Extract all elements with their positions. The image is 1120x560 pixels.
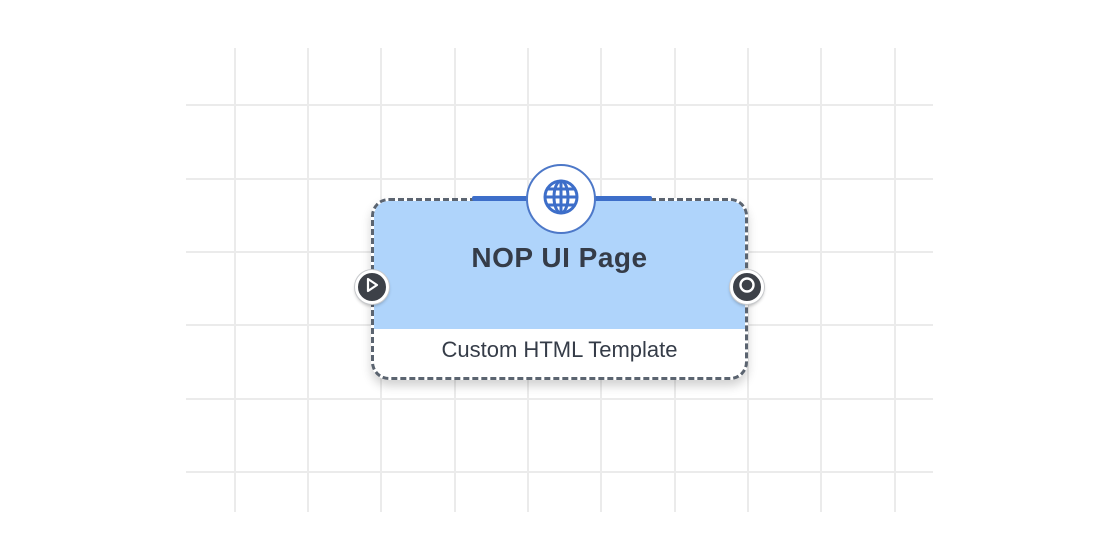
grid-line — [894, 48, 896, 512]
node-title: NOP UI Page — [471, 242, 648, 273]
grid-line — [234, 48, 236, 512]
input-port[interactable] — [355, 270, 389, 304]
grid-line — [186, 471, 933, 473]
grid-line — [186, 104, 933, 106]
globe-icon — [542, 178, 580, 221]
grid-line — [820, 48, 822, 512]
node-icon-badge — [526, 164, 596, 234]
output-port[interactable] — [730, 270, 764, 304]
node-subtitle: Custom HTML Template — [441, 337, 678, 362]
workflow-node[interactable]: NOP UI Page Custom HTML Template — [371, 198, 748, 380]
grid-line — [186, 398, 933, 400]
play-icon — [363, 276, 381, 299]
grid-line — [307, 48, 309, 512]
circle-dot-icon — [738, 276, 756, 299]
